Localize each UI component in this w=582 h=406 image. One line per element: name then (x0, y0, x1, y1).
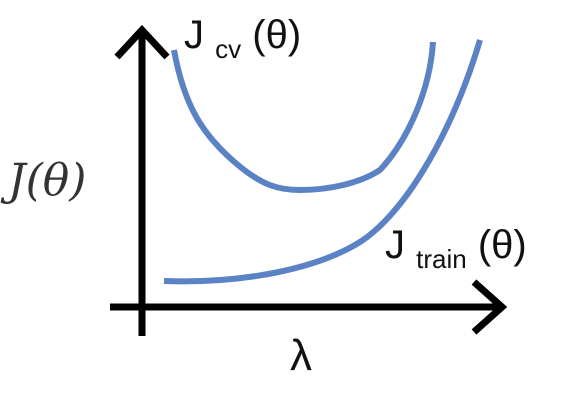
train-label-main: J (385, 223, 405, 267)
x-axis-label: λ (290, 331, 312, 380)
cv-label-arg: (θ) (252, 13, 301, 57)
train-label-arg: (θ) (478, 223, 527, 267)
cv-curve-label: J cv (θ) (184, 13, 301, 67)
train-curve-label: J train (θ) (385, 223, 527, 277)
cv-curve (171, 41, 436, 193)
train-curve (163, 39, 483, 285)
y-axis-arrowhead (114, 24, 170, 60)
cv-label-main: J (184, 13, 204, 57)
cv-label-sub: cv (215, 34, 241, 64)
y-axis-label: J(θ) (0, 155, 86, 206)
train-label-sub: train (416, 244, 467, 274)
x-axis-arrowhead (471, 279, 508, 335)
